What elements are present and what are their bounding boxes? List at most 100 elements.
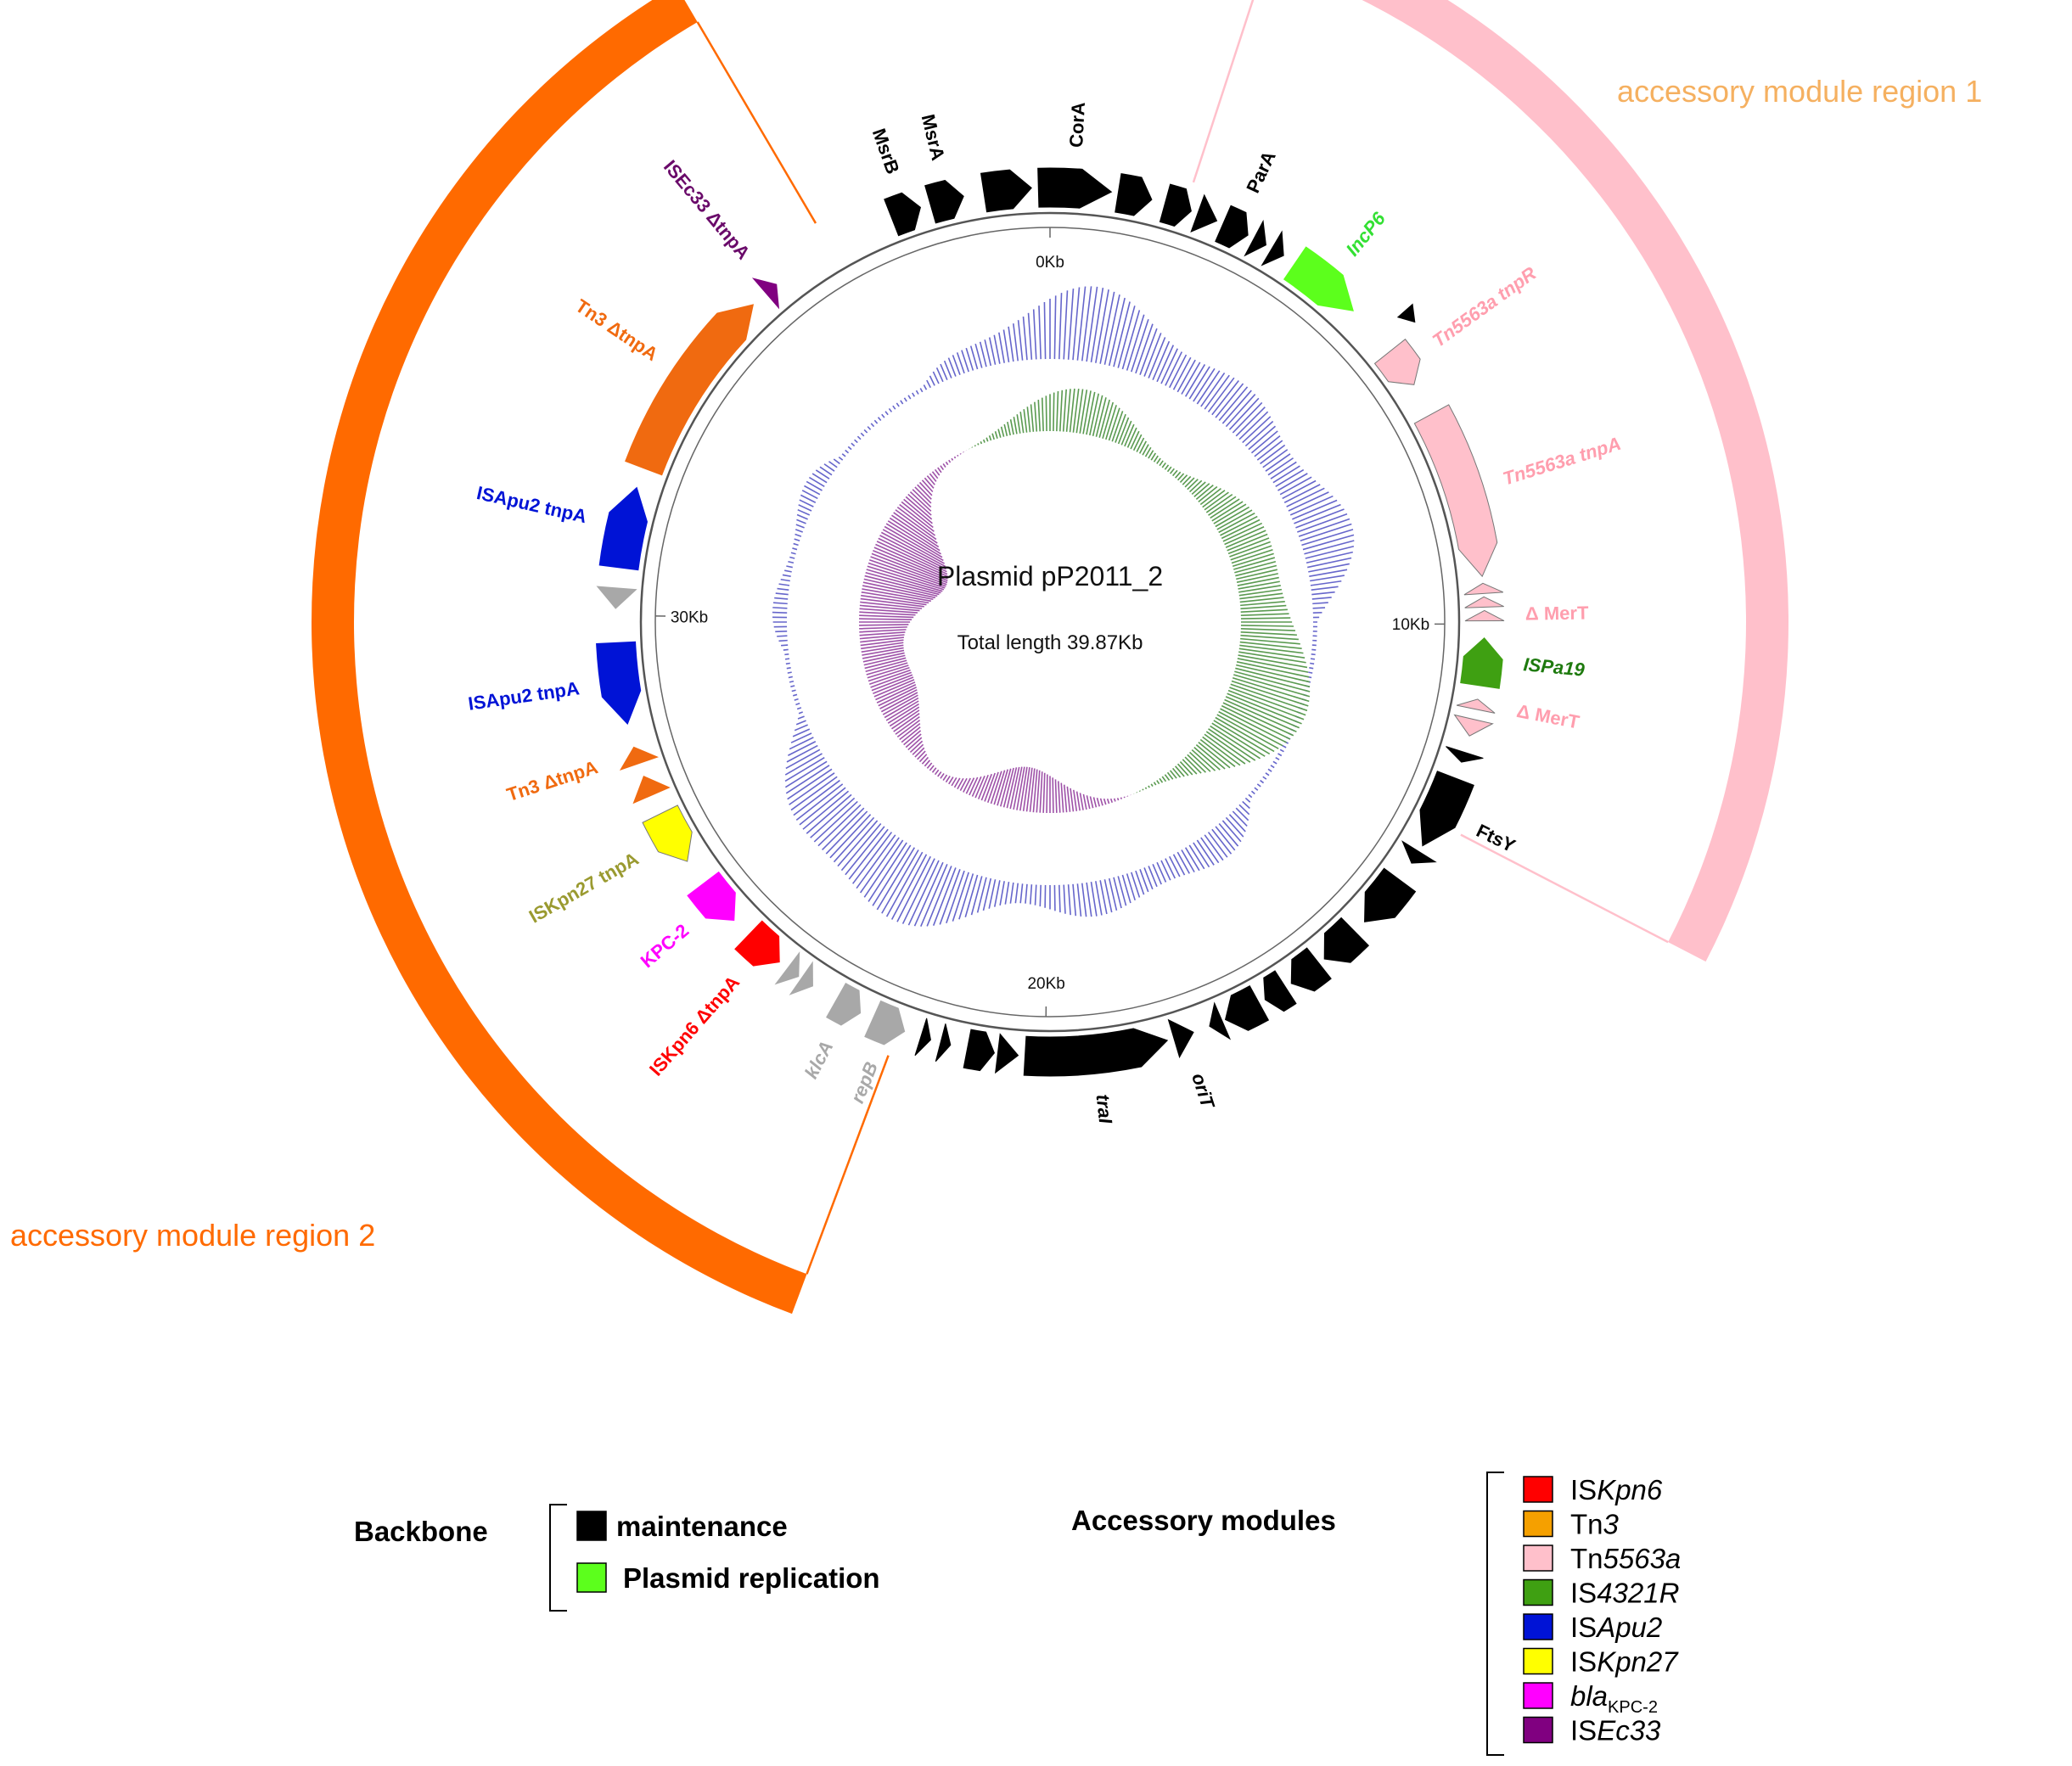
gene-arrow: [1419, 771, 1474, 847]
gene-label: ISApu2 tnpA: [467, 677, 581, 714]
legend-label-prefix: IS: [1570, 1474, 1597, 1505]
gene-label: Δ MerT: [1515, 700, 1581, 733]
gene-arrow: [596, 586, 637, 609]
legend-label-prefix: IS: [1570, 1646, 1597, 1678]
gene-label: ISPa19: [1523, 653, 1586, 681]
gene-label: Tn3 ΔtnpA: [572, 294, 662, 365]
gene-arrow: [1364, 867, 1417, 922]
gene-label: ISEc33 ΔtnpA: [660, 156, 755, 264]
gene-arrow: [1037, 167, 1113, 209]
gene-arrow: [596, 641, 642, 726]
gene-arrow: [1261, 230, 1284, 266]
gene-arrow: [1446, 746, 1484, 763]
gene-label: traI: [1092, 1093, 1117, 1125]
gene-label: CorA: [1065, 101, 1089, 148]
legend-label-italic: Kpn6: [1597, 1474, 1663, 1505]
gene-label: MsrB: [868, 126, 904, 177]
gc-content-bars: [772, 286, 1355, 927]
plasmid-length: Total length 39.87Kb: [957, 631, 1143, 654]
scale-tick-label: 20Kb: [1027, 975, 1064, 993]
legend-swatch: [1523, 1578, 1553, 1606]
gene-arrow: [1323, 917, 1370, 963]
gene-arrow: [1115, 173, 1153, 216]
region2-title: accessory module region 2: [10, 1218, 375, 1253]
gene-label: Tn5563a tnpA: [1500, 433, 1623, 490]
gene-arrow: [1401, 840, 1437, 864]
scale-tick-layer: 0Kb 10Kb 20Kb 30Kb: [655, 227, 1445, 1017]
region1-end-line: [1460, 833, 1669, 944]
gene-arrow: [789, 961, 813, 995]
legend-accessory: Accessory modules ISKpn6Tn3Tn5563aIS4321…: [1071, 1472, 1681, 1756]
gene-arrow: [734, 920, 780, 967]
region-layer: [312, 0, 1788, 1315]
gc-content-track: [772, 286, 1355, 927]
legend-label: Tn5563a: [1570, 1543, 1681, 1574]
scale-tick-label: 0Kb: [1036, 254, 1064, 272]
gene-arrow: [774, 951, 800, 985]
legend-label-italic: Ec33: [1597, 1715, 1661, 1746]
gene-arrow: [598, 486, 648, 571]
gene-arrow: [935, 1023, 952, 1062]
gc-skew-track: [859, 388, 1311, 813]
legend-backbone-title: Backbone: [354, 1516, 488, 1547]
plasmid-title: Plasmid pP2011_2: [937, 561, 1163, 591]
gene-label: IncP6: [1342, 208, 1390, 261]
gene-arrow: [1167, 1018, 1194, 1059]
gene-label: ISKpn27 tnpA: [525, 848, 643, 927]
region2-start-line: [806, 1055, 890, 1275]
region1-band: [1362, 0, 1788, 962]
legend-swatch: [1523, 1510, 1553, 1538]
scale-tick-label: 30Kb: [671, 608, 708, 626]
gene-label: KPC-2: [637, 920, 693, 973]
legend-backbone-bracket: [549, 1504, 567, 1612]
gene-arrow: [924, 179, 964, 224]
legend-label-italic: 4321R: [1597, 1578, 1679, 1609]
gene-label: ISKpn6 ΔtnpA: [645, 972, 744, 1080]
gene-arrow: [1023, 1028, 1169, 1077]
gene-arrow: [995, 1033, 1019, 1074]
gene-arrow: [914, 1018, 931, 1057]
gene-arrow: [963, 1029, 995, 1072]
gene-arrow: [1190, 193, 1218, 233]
legend-label: ISKpn6: [1570, 1474, 1663, 1505]
gene-arrow: [864, 1000, 906, 1046]
gene-arrow: [751, 278, 780, 310]
legend-swatch: [1523, 1682, 1553, 1709]
gene-arrow: [1244, 219, 1266, 257]
legend-swatch: [1523, 1613, 1553, 1640]
gene-label: FtsY: [1473, 820, 1519, 857]
scale-tick-label: 10Kb: [1392, 616, 1429, 634]
gene-label: ISApu2 tnpA: [474, 482, 588, 527]
legend-label-prefix: Tn: [1570, 1543, 1603, 1574]
gene-arrow: [1456, 698, 1496, 714]
legend-backbone: Backbone maintenance Plasmid replication: [354, 1504, 880, 1612]
legend-accessory-items: ISKpn6Tn3Tn5563aIS4321RISApu2ISKpn27blaK…: [1523, 1474, 1681, 1746]
gc-skew-negative-bars: [859, 450, 1131, 813]
legend-label-italic: Kpn27: [1597, 1646, 1679, 1678]
gene-arrow: [826, 982, 862, 1026]
region1-title: accessory module region 1: [1617, 74, 1982, 109]
legend-label-replication: Plasmid replication: [623, 1562, 880, 1594]
legend-label-subscript: KPC-2: [1608, 1698, 1658, 1717]
gene-arrow: [1290, 947, 1332, 992]
gene-arrow: [884, 192, 921, 237]
legend-swatch-replication: [576, 1562, 607, 1593]
gene-arrow: [1463, 582, 1504, 596]
gene-label: repB: [846, 1059, 882, 1107]
gene-label: Δ MerT: [1525, 603, 1589, 625]
gene-arrow: [1464, 596, 1504, 608]
gene-arrow: [625, 304, 755, 476]
gene-label: klcA: [800, 1037, 838, 1082]
gc-skew-positive-bars: [969, 388, 1311, 794]
legend-label-italic: 3: [1603, 1509, 1620, 1540]
gene-arrow: [1159, 183, 1192, 227]
legend-label: ISApu2: [1570, 1612, 1662, 1643]
legend-accessory-bracket: [1486, 1472, 1504, 1756]
legend-swatch-maintenance: [576, 1511, 607, 1541]
gene-label: Tn5563a tnpR: [1429, 262, 1541, 351]
gene-arrow: [1464, 609, 1505, 622]
region2-end-line: [696, 21, 817, 224]
legend-label-italic: Apu2: [1595, 1612, 1662, 1643]
gene-arrow: [1215, 205, 1249, 249]
legend-label-prefix: IS: [1570, 1715, 1597, 1746]
